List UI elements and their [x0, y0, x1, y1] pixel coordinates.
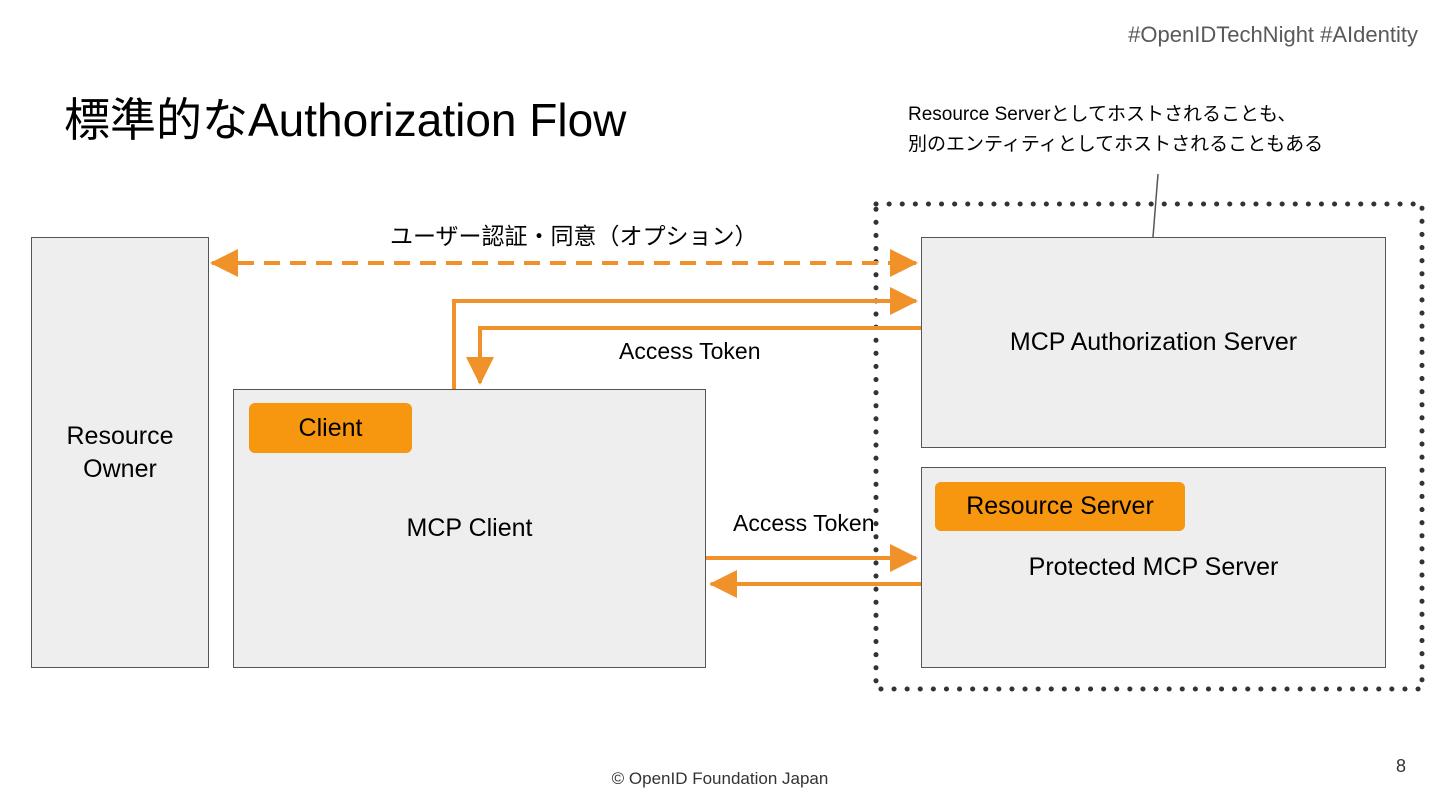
resource-owner-label: Resource Owner	[67, 420, 174, 486]
protected-server-label: Protected MCP Server	[1028, 553, 1279, 581]
access-token-label-resource: Access Token	[733, 510, 875, 536]
hosting-note: Resource Serverとしてホストされることも、 別のエンティティとして…	[908, 100, 1323, 160]
auth-server-label: MCP Authorization Server	[1009, 328, 1298, 356]
hosting-note-line-2: 別のエンティティとしてホストされることもある	[908, 134, 1324, 155]
page-number: 8	[1395, 756, 1406, 776]
resource-server-tag: Resource Server	[935, 482, 1185, 531]
resource-owner-box: Resource Owner	[31, 237, 209, 668]
note-callout-line	[1152, 173, 1159, 238]
resource-owner-label-line-1: Resource	[66, 421, 174, 450]
client-tag: Client	[249, 403, 412, 453]
resource-owner-label-line-2: Owner	[83, 454, 157, 483]
auth-server-box: MCP Authorization Server	[921, 237, 1386, 448]
hosting-boundary	[873, 201, 1425, 692]
user-auth-consent-label: ユーザー認証・同意（オプション）	[390, 223, 758, 249]
mcp-client-label: MCP Client	[406, 514, 533, 542]
access-token-label-auth: Access Token	[619, 338, 761, 364]
access-token-return-arrow	[466, 326, 921, 385]
hashtags: #OpenIDTechNight #AIdentity	[1128, 22, 1418, 47]
hosting-note-line-1: Resource Serverとしてホストされることも、	[908, 104, 1297, 125]
slide-title: 標準的なAuthorization Flow	[64, 94, 627, 146]
authorization-request-arrow	[452, 287, 918, 390]
copyright-footer: © OpenID Foundation Japan	[611, 769, 829, 788]
